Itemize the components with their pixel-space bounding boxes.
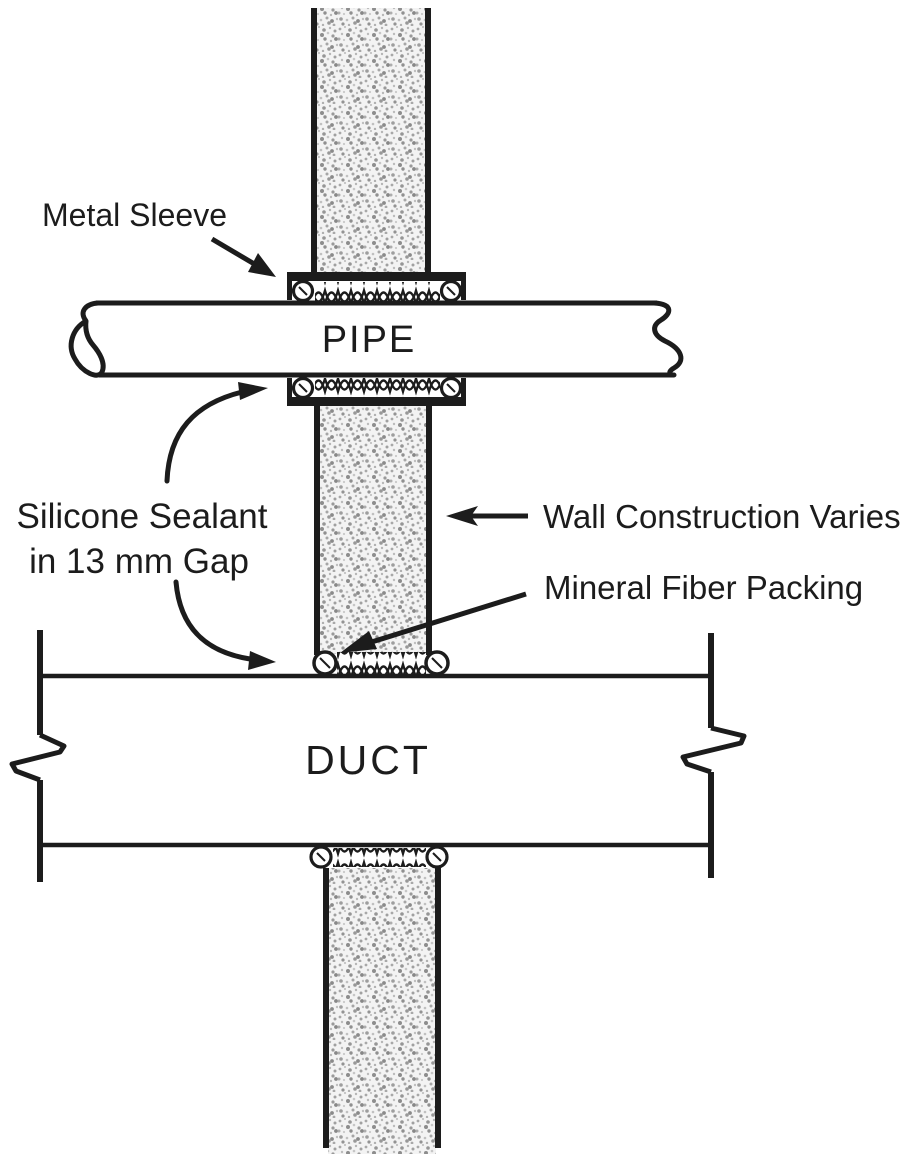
silicone-sealant-label-line1: Silicone Sealant [17, 497, 268, 536]
mineral-fiber-packing [312, 650, 450, 676]
sealant-bead [291, 279, 315, 303]
duct: DUCT [9, 630, 747, 882]
packing-bead [312, 650, 338, 676]
pipe-break-left-neck [80, 300, 101, 324]
metal-sleeve-arrow [210, 236, 276, 277]
packing-bead [424, 650, 450, 676]
sealant-bead [425, 845, 449, 869]
sealant-bead [291, 376, 315, 400]
mineral-fiber-arrow [340, 591, 527, 653]
metal-sleeve-label: Metal Sleeve [42, 197, 227, 233]
sleeve-tab-right [461, 378, 466, 406]
wall-bottom-section [323, 868, 441, 1154]
sealant-below-duct [309, 845, 449, 869]
duct-label: DUCT [305, 737, 431, 783]
sealant-bead [439, 279, 463, 303]
pipe-break-left-curl [68, 318, 106, 378]
wall-top-section [311, 8, 431, 274]
wall-middle-fill [319, 406, 426, 654]
sealant-bead [439, 376, 463, 400]
sealant-coil-bottom [315, 378, 440, 397]
pipe: PIPE [68, 300, 684, 378]
duct-right-break [680, 725, 747, 775]
wall-top-fill [316, 8, 425, 274]
metal-sleeve-bottom [287, 376, 466, 406]
sleeve-tab-left [287, 272, 292, 300]
duct-left-break [9, 732, 67, 783]
silicone-arrow-lower [173, 579, 276, 670]
wall-construction-label: Wall Construction Varies [543, 498, 901, 535]
pipe-break-right [651, 300, 684, 378]
sleeve-flange-bottom [289, 397, 465, 406]
sleeve-flange-top [289, 272, 465, 281]
sealant-coil-duct [333, 848, 426, 867]
wall-bottom-fill [328, 868, 436, 1154]
metal-sleeve-top [287, 272, 466, 303]
sealant-coil-top [315, 282, 440, 301]
silicone-arrow-upper [164, 382, 268, 484]
sealant-bead [309, 845, 333, 869]
pipe-label: PIPE [322, 319, 417, 361]
packing-coil [337, 652, 426, 674]
sleeve-tab-left [287, 378, 292, 406]
silicone-sealant-label-line2: in 13 mm Gap [29, 542, 249, 581]
mineral-fiber-label: Mineral Fiber Packing [544, 569, 863, 606]
sleeve-tab-right [461, 272, 466, 300]
wall-middle-section [314, 406, 432, 655]
wall-construction-arrow [446, 506, 528, 526]
